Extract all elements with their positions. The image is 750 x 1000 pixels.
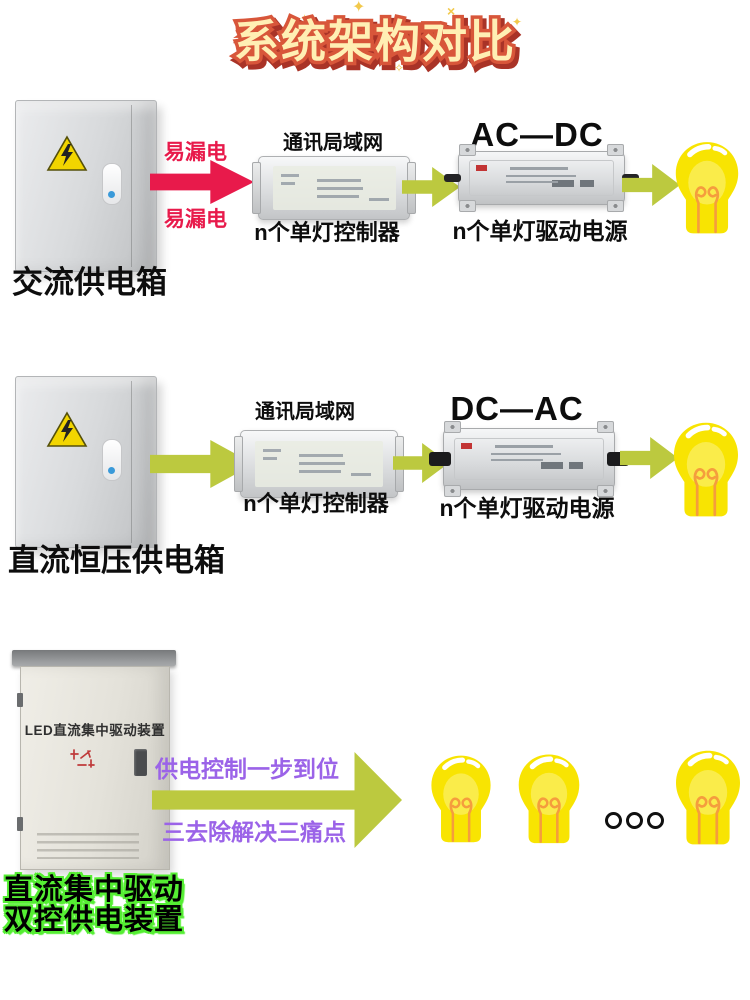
mounting-tab [597,421,614,433]
sparkle-icon: × [500,54,508,69]
light-bulb-icon [666,746,750,858]
warning-triangle-icon [46,411,88,447]
light-bulb-icon [424,750,498,856]
leak-warning-top: 易漏电 [164,141,227,164]
svg-text:系统架构对比: 系统架构对比 [237,20,519,71]
device-spec-label [272,166,396,210]
mounting-flange [234,436,243,492]
mounting-tab [459,200,476,212]
mounting-tab [459,144,476,156]
sparkle-icon: ✧ [300,13,310,25]
ellipsis-dot [626,812,643,829]
dc-power-cabinet [15,376,157,548]
controller-label: n个单灯控制器 [243,491,389,516]
light-bulb-icon [668,136,746,248]
driver-label: n个单灯驱动电源 [452,218,628,244]
cabinet-lock-handle [134,749,147,776]
sparkle-icon: × [255,57,263,72]
lan-label: 通讯局域网 [283,132,383,154]
converter-type-label: AC—DC [470,116,604,153]
sparkle-icon: ✦ [512,15,523,29]
cabinet-handle [102,163,122,205]
light-bulb-icon [666,418,746,530]
wire-stub [429,452,451,466]
mounting-tab [607,144,624,156]
dc-cabinet-label: 直流恒压供电箱 [8,543,225,578]
controller-device [252,156,416,220]
controller-label: n个单灯控制器 [254,220,400,245]
ellipsis-dot [647,812,664,829]
svg-text:系统架构对比: 系统架构对比 [234,16,516,67]
controller-device [234,430,404,498]
lan-label: 通讯局域网 [255,401,355,423]
mounting-tab [597,485,614,497]
leak-warning-bottom: 易漏电 [164,208,227,231]
cabinet-hinge [17,693,23,707]
centralized-label-line2: 双控供电装置 [4,904,185,936]
ellipsis-dot [605,812,622,829]
cabinet-handle [102,439,122,481]
driver-device [444,144,639,212]
ac-cabinet-label: 交流供电箱 [12,265,167,300]
benefit-text-bottom: 三去除解决三痛点 [162,819,346,845]
cabinet-panel-text: LED直流集中驱动装置 [24,723,166,738]
red-arrow [150,160,254,204]
mounting-flange [252,161,261,215]
converter-type-label: DC—AC [450,390,584,427]
driver-label: n个单灯驱动电源 [439,495,615,521]
sparkle-icon: ✧ [394,61,405,75]
device-spec-label [468,159,615,197]
mounting-tab [444,485,461,497]
device-spec-label [454,438,604,480]
sparkle-icon: ✦ [352,0,366,16]
red-stamp [70,749,95,768]
ac-power-cabinet [15,100,157,272]
wire-stub [444,174,461,182]
cabinet-hinge [17,817,23,831]
cabinet-vents [37,833,139,859]
page-title: 系统架构对比 系统架构对比 [230,13,521,76]
sparkle-icon: × [447,3,456,19]
benefit-text-top: 供电控制一步到位 [155,756,339,782]
centralized-label-line1: 直流集中驱动 [4,874,185,906]
big-cabinet-cap [12,650,176,666]
light-bulb-icon [510,750,588,856]
warning-triangle-icon [46,135,88,171]
mounting-tab [607,200,624,212]
cabinet-door-seam [131,381,132,543]
mounting-tab [444,421,461,433]
driver-device [429,421,629,497]
cabinet-door-seam [131,105,132,267]
device-spec-label [255,440,383,488]
centralized-drive-cabinet: LED直流集中驱动装置 [17,666,170,870]
